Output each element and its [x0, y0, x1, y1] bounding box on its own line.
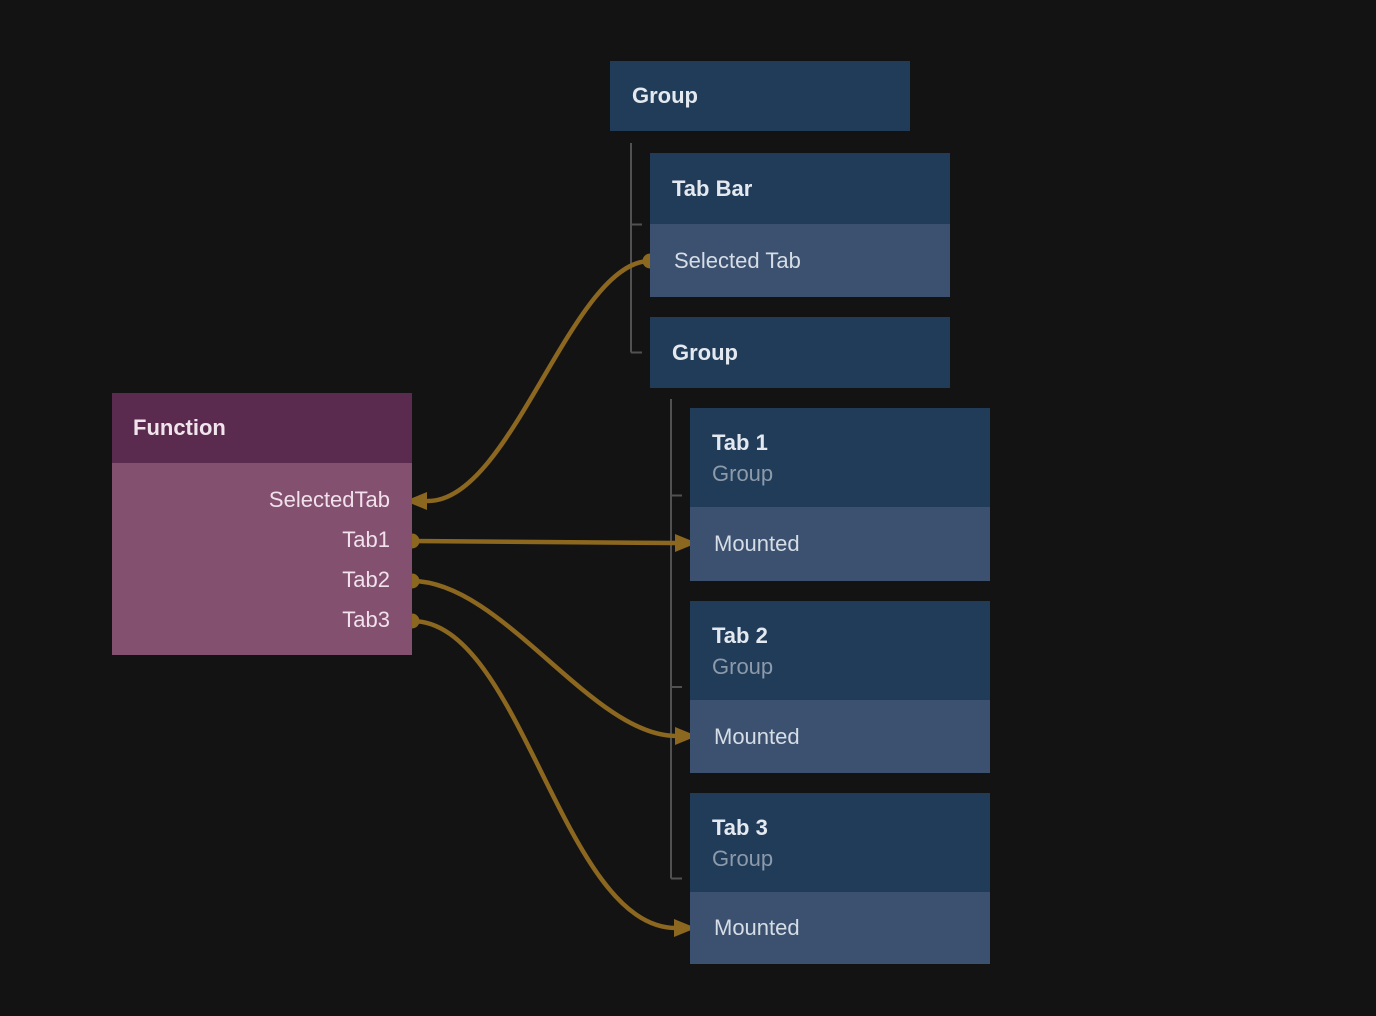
node-subtitle: Group: [712, 653, 774, 679]
node-title: Tab 2: [712, 622, 768, 648]
tree-connector-group-top: [630, 143, 642, 354]
port-row-mounted-tab-3[interactable]: Mounted: [690, 892, 990, 964]
port-label: Tab2: [342, 567, 390, 592]
node-subtitle: Group: [712, 460, 774, 486]
node-tab-1[interactable]: Tab 1 Group Mounted: [690, 408, 990, 581]
node-tab-2[interactable]: Tab 2 Group Mounted: [690, 601, 990, 773]
node-tab-bar-header[interactable]: Tab Bar: [650, 153, 950, 224]
function-port-tab3[interactable]: Tab3: [112, 600, 412, 640]
port-row-label: Selected Tab: [674, 247, 801, 273]
node-title: Tab 3: [712, 814, 768, 840]
wire-tab3-path[interactable]: [409, 618, 679, 931]
wire-tab1[interactable]: [404, 533, 698, 553]
node-group-inner-header[interactable]: Group: [650, 317, 950, 388]
port-label: Tab1: [342, 527, 390, 552]
tree-connector-group-inner: [670, 399, 682, 880]
node-tab-3-header[interactable]: Tab 3 Group: [690, 793, 990, 892]
node-title: Group: [672, 339, 738, 365]
node-function[interactable]: Function SelectedTab Tab1 Tab2 Tab3: [112, 393, 412, 655]
port-label: SelectedTab: [268, 487, 390, 512]
wire-tab2-path[interactable]: [409, 578, 679, 739]
node-tab-bar[interactable]: Tab Bar Selected Tab: [650, 153, 950, 297]
node-tab-1-header[interactable]: Tab 1 Group: [690, 408, 990, 507]
port-row-mounted-tab-1[interactable]: Mounted: [690, 507, 990, 581]
node-group-top-header[interactable]: Group: [610, 61, 910, 131]
node-title: Group: [632, 83, 698, 108]
port-label: Tab3: [342, 607, 390, 632]
wire-tab3[interactable]: [404, 613, 697, 938]
port-row-mounted-tab-2[interactable]: Mounted: [690, 700, 990, 773]
wire-tab1-path[interactable]: [409, 538, 679, 546]
function-port-tab1[interactable]: Tab1: [112, 520, 412, 560]
node-group-top[interactable]: Group: [610, 61, 910, 131]
wire-tab2[interactable]: [404, 573, 698, 746]
node-title: Tab 1: [712, 429, 768, 455]
node-group-inner[interactable]: Group: [650, 317, 950, 388]
wire-selectedtab-path[interactable]: [425, 258, 653, 504]
function-port-selectedtab[interactable]: SelectedTab: [112, 480, 412, 520]
function-port-tab2[interactable]: Tab2: [112, 560, 412, 600]
port-row-label: Mounted: [714, 531, 800, 556]
node-title: Function: [133, 415, 226, 440]
wire-selectedtab[interactable]: [405, 253, 658, 511]
node-title: Tab Bar: [672, 175, 753, 201]
node-tab-3[interactable]: Tab 3 Group Mounted: [690, 793, 990, 964]
port-row-label: Mounted: [714, 723, 800, 749]
port-row-label: Mounted: [714, 915, 800, 940]
port-row-selected-tab[interactable]: Selected Tab: [650, 224, 950, 297]
node-tab-2-header[interactable]: Tab 2 Group: [690, 601, 990, 700]
node-function-body: SelectedTab Tab1 Tab2 Tab3: [112, 463, 412, 655]
node-function-header[interactable]: Function: [112, 393, 412, 463]
node-subtitle: Group: [712, 845, 774, 871]
